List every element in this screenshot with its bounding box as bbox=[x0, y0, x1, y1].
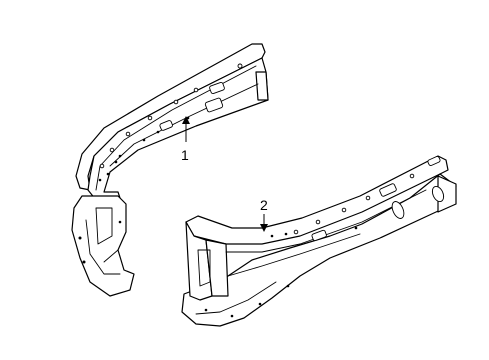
part-2-frame-rail[interactable] bbox=[181, 155, 457, 327]
callout-1-label: 1 bbox=[181, 147, 189, 163]
callout-1: 1 bbox=[181, 116, 190, 163]
callout-2: 2 bbox=[260, 197, 268, 232]
callout-2-label: 2 bbox=[260, 197, 268, 213]
part-1-frame-rail[interactable] bbox=[71, 43, 269, 297]
